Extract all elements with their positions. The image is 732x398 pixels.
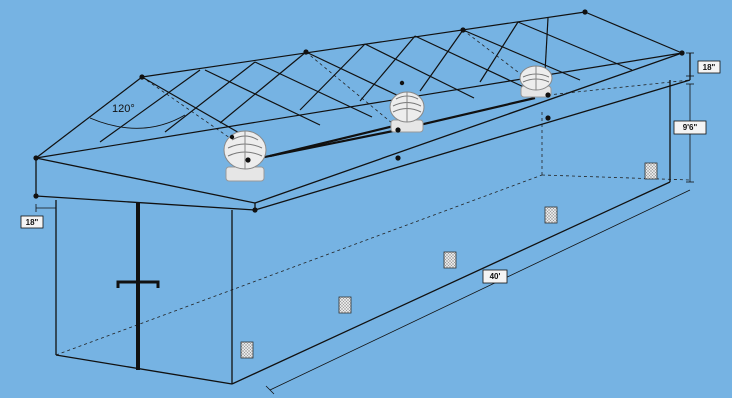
turbine-vent (389, 91, 425, 133)
roof-height-label: 18" (703, 63, 716, 72)
overhang-label: 18" (26, 218, 39, 227)
dimension-wall-height: 9'6" (673, 83, 707, 183)
wall-vent (644, 162, 658, 180)
wall-vent (338, 296, 352, 314)
roof-grid (35, 11, 683, 159)
wall-vent (443, 251, 457, 269)
wall-vents (240, 162, 658, 359)
length-label: 40' (490, 272, 501, 281)
vertices (33, 9, 685, 213)
turbine-vent (223, 130, 267, 182)
dimension-roof-height: 18" (686, 52, 721, 77)
wall-vent (240, 341, 254, 359)
wall-vent (544, 206, 558, 224)
roof-angle-marker: 120° (89, 103, 186, 129)
turbine-vent (519, 65, 553, 98)
door (116, 203, 160, 370)
roof-angle-label: 120° (112, 103, 135, 115)
dimension-overhang: 18" (20, 204, 57, 229)
wall-height-label: 9'6" (683, 123, 698, 132)
building-outline (35, 52, 691, 385)
dimension-length: 40' (265, 189, 691, 395)
